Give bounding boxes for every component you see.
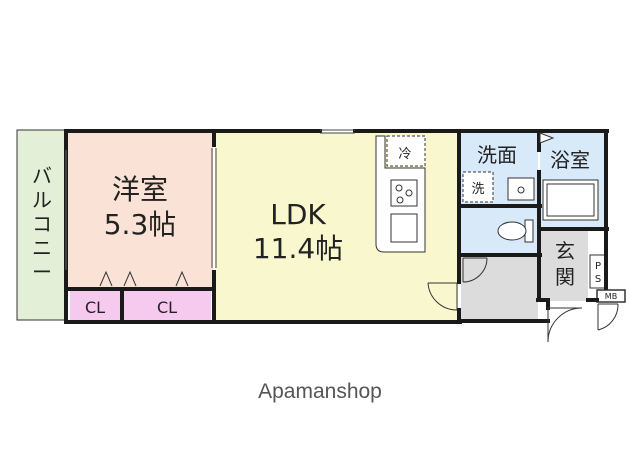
mb-label: MB: [605, 292, 617, 301]
door-swings: [427, 257, 619, 343]
ldk-size: 11.4帖: [253, 232, 343, 265]
washroom-name: 洗面: [477, 143, 517, 167]
balcony-label-char: ー: [32, 260, 52, 284]
closet-area-1: [70, 291, 120, 320]
balcony-label-char: ル: [32, 188, 52, 212]
watermark-logo: Apamanshop: [258, 380, 382, 403]
western-room-size: 5.3帖: [104, 208, 177, 241]
entrance-area: [540, 230, 588, 301]
balcony-label-char: コ: [32, 212, 52, 236]
balcony-area: [16, 129, 66, 321]
washer-label: 洗: [471, 182, 484, 197]
kitchen-counter: [375, 135, 426, 253]
closet-label: CL: [85, 298, 105, 317]
washbasin-icon: [507, 177, 535, 201]
washer-space: [462, 171, 494, 203]
ps-label-char: P: [595, 261, 601, 272]
balcony-label-char: ニ: [32, 236, 52, 260]
bath-door-mark: [539, 132, 555, 144]
closet-door-marks: [99, 270, 189, 287]
ps-label-char: S: [595, 274, 601, 285]
sink-icon: [390, 213, 418, 243]
entrance-label-char: 関: [555, 265, 575, 289]
western-room-area: [68, 133, 213, 288]
closet-label: CL: [157, 298, 177, 317]
bathroom-name: 浴室: [550, 148, 590, 172]
mb-area: [596, 289, 626, 303]
closet-area-2: [124, 291, 211, 320]
balcony-label-char: バ: [32, 164, 52, 188]
window-marks: [65, 129, 355, 270]
toilet-icon: [497, 219, 534, 243]
western-room-name: 洋室: [112, 173, 168, 206]
stove-icon: [390, 179, 418, 207]
ldk-name: LDK: [270, 198, 326, 231]
entrance-label-char: 玄: [555, 239, 575, 263]
bathtub-icon: [542, 179, 599, 221]
hall-area: [461, 256, 538, 321]
fridge-label: 冷: [398, 147, 411, 162]
fridge-space: [386, 135, 426, 167]
